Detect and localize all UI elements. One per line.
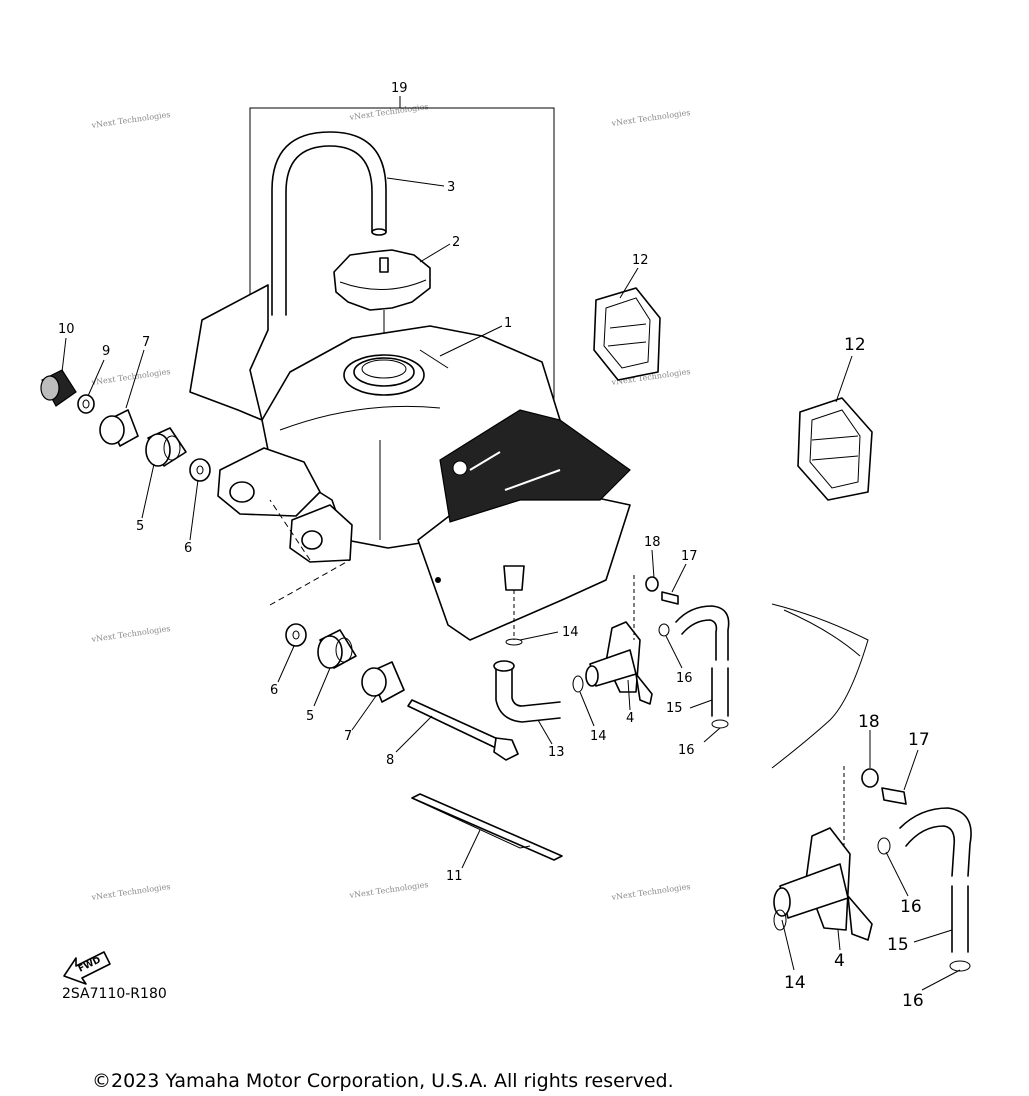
leader-lines	[61, 177, 961, 991]
callout-8: 8	[386, 753, 394, 768]
callout-15-large: 15	[887, 935, 909, 955]
callout-5-lower: 5	[306, 709, 314, 724]
watermark: vNext Technologies	[90, 110, 171, 130]
mount-parts-upper	[40, 369, 211, 482]
callout-11: 11	[446, 869, 463, 884]
callout-18-large: 18	[858, 712, 880, 732]
callout-6: 6	[184, 541, 192, 556]
copyright-notice: ©2023 Yamaha Motor Corporation, U.S.A. A…	[92, 1070, 674, 1092]
callout-14-large: 14	[784, 973, 806, 993]
fuel-cap	[333, 249, 431, 355]
tank-outlet	[503, 565, 525, 640]
fuel-tank	[217, 325, 631, 641]
callout-10: 10	[58, 322, 75, 337]
callout-7-lower: 7	[344, 729, 352, 744]
watermark: vNext Technologies	[90, 624, 171, 644]
watermark: vNext Technologies	[348, 880, 429, 900]
detail-inset	[771, 603, 972, 972]
callout-16: 16	[676, 671, 693, 686]
callout-15: 15	[666, 701, 683, 716]
callout-16-b: 16	[678, 743, 695, 758]
kit-bracket-19	[249, 96, 555, 430]
callout-6-lower: 6	[270, 683, 278, 698]
callout-16-large: 16	[900, 897, 922, 917]
callout-17: 17	[681, 549, 698, 564]
callout-9: 9	[102, 344, 110, 359]
mount-guide-lines	[269, 499, 351, 606]
callout-19: 19	[391, 81, 408, 96]
heat-insulator	[411, 793, 563, 861]
callout-2: 2	[452, 235, 460, 250]
watermark: vNext Technologies	[348, 102, 429, 122]
callout-18: 18	[644, 535, 661, 550]
callout-14: 14	[562, 625, 579, 640]
watermark: vNext Technologies	[90, 367, 171, 387]
callout-14-b: 14	[590, 729, 607, 744]
watermark: vNext Technologies	[90, 882, 171, 902]
callout-13: 13	[548, 745, 565, 760]
callouts: 19 3 2 1 12 12 10 9 7 5 6 6 5 7 8 14 13 …	[58, 81, 930, 1011]
callout-5: 5	[136, 519, 144, 534]
callout-12: 12	[632, 253, 649, 268]
callout-4-large: 4	[834, 951, 845, 971]
callout-16-large-b: 16	[902, 991, 924, 1011]
callout-12-large: 12	[844, 335, 866, 355]
callout-7: 7	[142, 335, 150, 350]
gasket-large	[797, 397, 873, 501]
callout-17-large: 17	[908, 730, 930, 750]
callout-4: 4	[626, 711, 634, 726]
breather-hose	[271, 131, 387, 316]
fuel-cock-small	[585, 575, 730, 729]
callout-3: 3	[447, 180, 455, 195]
gasket-small	[593, 287, 661, 381]
side-cover-left	[189, 284, 269, 421]
mount-parts-lower	[285, 623, 519, 761]
callout-1: 1	[504, 316, 512, 331]
fwd-arrow-icon: FWD	[63, 951, 111, 985]
watermark: vNext Technologies	[610, 108, 691, 128]
watermark: vNext Technologies	[610, 882, 691, 902]
diagram-code: 2SA7110-R180	[62, 986, 167, 1002]
fuel-hose-13	[493, 638, 584, 723]
